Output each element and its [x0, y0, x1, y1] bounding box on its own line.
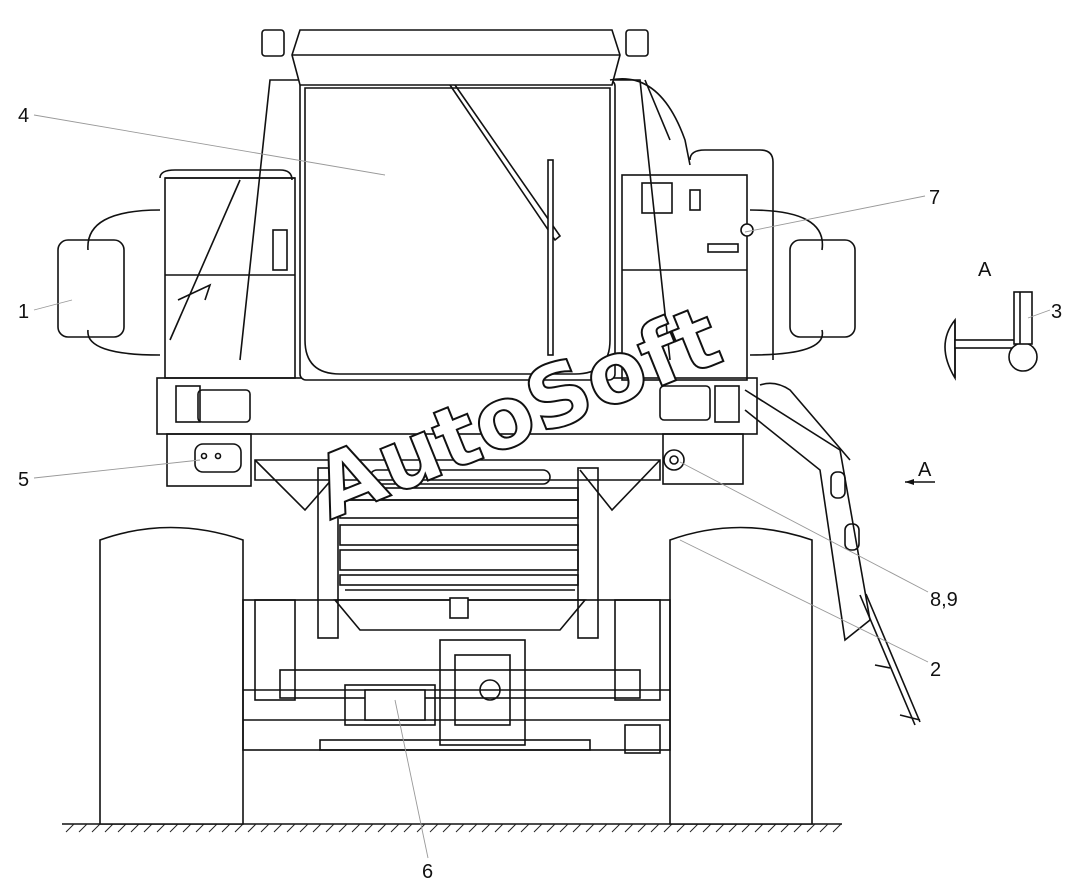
- lower-chassis: [242, 599, 671, 754]
- ground-hatch-mark: [611, 823, 621, 833]
- ground-hatch-mark: [273, 823, 283, 833]
- left-mirror: [57, 239, 125, 338]
- right-mirror: [789, 239, 856, 338]
- ground-hatch-mark: [728, 823, 738, 833]
- ground-hatch-mark: [481, 823, 491, 833]
- detail-ball: [1008, 342, 1038, 372]
- ground-hatch-mark: [455, 823, 465, 833]
- ground-hatch-mark: [130, 823, 140, 833]
- left-beacon: [261, 29, 285, 57]
- view-label-arrow: A: [918, 459, 932, 481]
- leader-lines: [33, 114, 1051, 859]
- view-label-top: A: [978, 259, 992, 281]
- ground-hatch-mark: [754, 823, 764, 833]
- left-plate: [194, 443, 242, 473]
- ground-hatch-mark: [637, 823, 647, 833]
- ground-hatch-mark: [286, 823, 296, 833]
- ground-hatch-mark: [260, 823, 270, 833]
- main-body: [156, 377, 758, 487]
- ground-hatch-mark: [689, 823, 699, 833]
- ground-hatch-mark: [91, 823, 101, 833]
- ground-hatch-mark: [832, 823, 842, 833]
- callout-7: 7: [929, 187, 940, 209]
- ground-hatch-mark: [143, 823, 153, 833]
- ground-hatch-mark: [234, 823, 244, 833]
- ground-hatch-mark: [598, 823, 608, 833]
- ground-hatch-mark: [403, 823, 413, 833]
- ground-hatch-mark: [208, 823, 218, 833]
- ground-hatch-mark: [416, 823, 426, 833]
- ground-hatch-mark: [338, 823, 348, 833]
- ground-hatch-mark: [468, 823, 478, 833]
- access-ladder: [744, 382, 921, 726]
- ground-hatch-mark: [351, 823, 361, 833]
- left-wheel: [99, 526, 244, 825]
- right-lamp: [663, 449, 685, 471]
- ground-hatch-mark: [507, 823, 517, 833]
- ground-hatch-mark: [767, 823, 777, 833]
- ground-hatch-mark: [65, 823, 75, 833]
- ground-hatch-mark: [702, 823, 712, 833]
- right-beacon: [625, 29, 649, 57]
- callout-6: 6: [422, 861, 433, 883]
- rear-frame: [254, 459, 661, 639]
- ground-hatch-mark: [533, 823, 543, 833]
- ground-hatch-mark: [195, 823, 205, 833]
- ground-hatch-mark: [390, 823, 400, 833]
- callout-4: 4: [18, 105, 29, 127]
- ground-hatch-mark: [429, 823, 439, 833]
- detail-view-a: [944, 291, 1038, 381]
- ground-hatch-mark: [650, 823, 660, 833]
- center-hitch: [449, 597, 469, 619]
- ground-hatch-mark: [156, 823, 166, 833]
- ground-hatch-mark: [624, 823, 634, 833]
- ground-hatch-mark: [299, 823, 309, 833]
- ground-hatch-mark: [377, 823, 387, 833]
- ground-hatch-mark: [741, 823, 751, 833]
- cab: [239, 29, 691, 381]
- ground-hatch-mark: [676, 823, 686, 833]
- ground-hatch-mark: [819, 823, 829, 833]
- ground-hatch-mark: [221, 823, 231, 833]
- ground-hatch-mark: [780, 823, 790, 833]
- callout-2: 2: [930, 659, 941, 681]
- ground-hatch-mark: [104, 823, 114, 833]
- ground-hatch-mark: [806, 823, 816, 833]
- ground-line: [62, 823, 842, 833]
- ground-hatch-mark: [182, 823, 192, 833]
- spring: [369, 469, 551, 485]
- ground-hatch-mark: [572, 823, 582, 833]
- right-wheel: [669, 526, 813, 825]
- view-arrow: [905, 479, 935, 485]
- callout-8-9: 8,9: [930, 589, 958, 611]
- ground-hatch-mark: [312, 823, 322, 833]
- ground-hatch-mark: [117, 823, 127, 833]
- callout-1: 1: [18, 301, 29, 323]
- ground-hatch-mark: [546, 823, 556, 833]
- left-platform: [57, 169, 296, 379]
- right-platform: [621, 149, 856, 381]
- ground-hatch-mark: [663, 823, 673, 833]
- ground-hatch-mark: [520, 823, 530, 833]
- callout-3: 3: [1051, 301, 1062, 323]
- ground-hatch-mark: [247, 823, 257, 833]
- wiper-blade: [547, 159, 554, 356]
- ground-hatch-mark: [442, 823, 452, 833]
- ground-hatch-mark: [494, 823, 504, 833]
- ground-hatch-mark: [793, 823, 803, 833]
- ground-hatch-mark: [364, 823, 374, 833]
- ground-hatch-mark: [78, 823, 88, 833]
- ground-hatch-mark: [325, 823, 335, 833]
- ground-hatch-mark: [715, 823, 725, 833]
- ground-hatch-mark: [559, 823, 569, 833]
- ground-hatch-mark: [585, 823, 595, 833]
- callout-5: 5: [18, 469, 29, 491]
- ground-hatch-mark: [169, 823, 179, 833]
